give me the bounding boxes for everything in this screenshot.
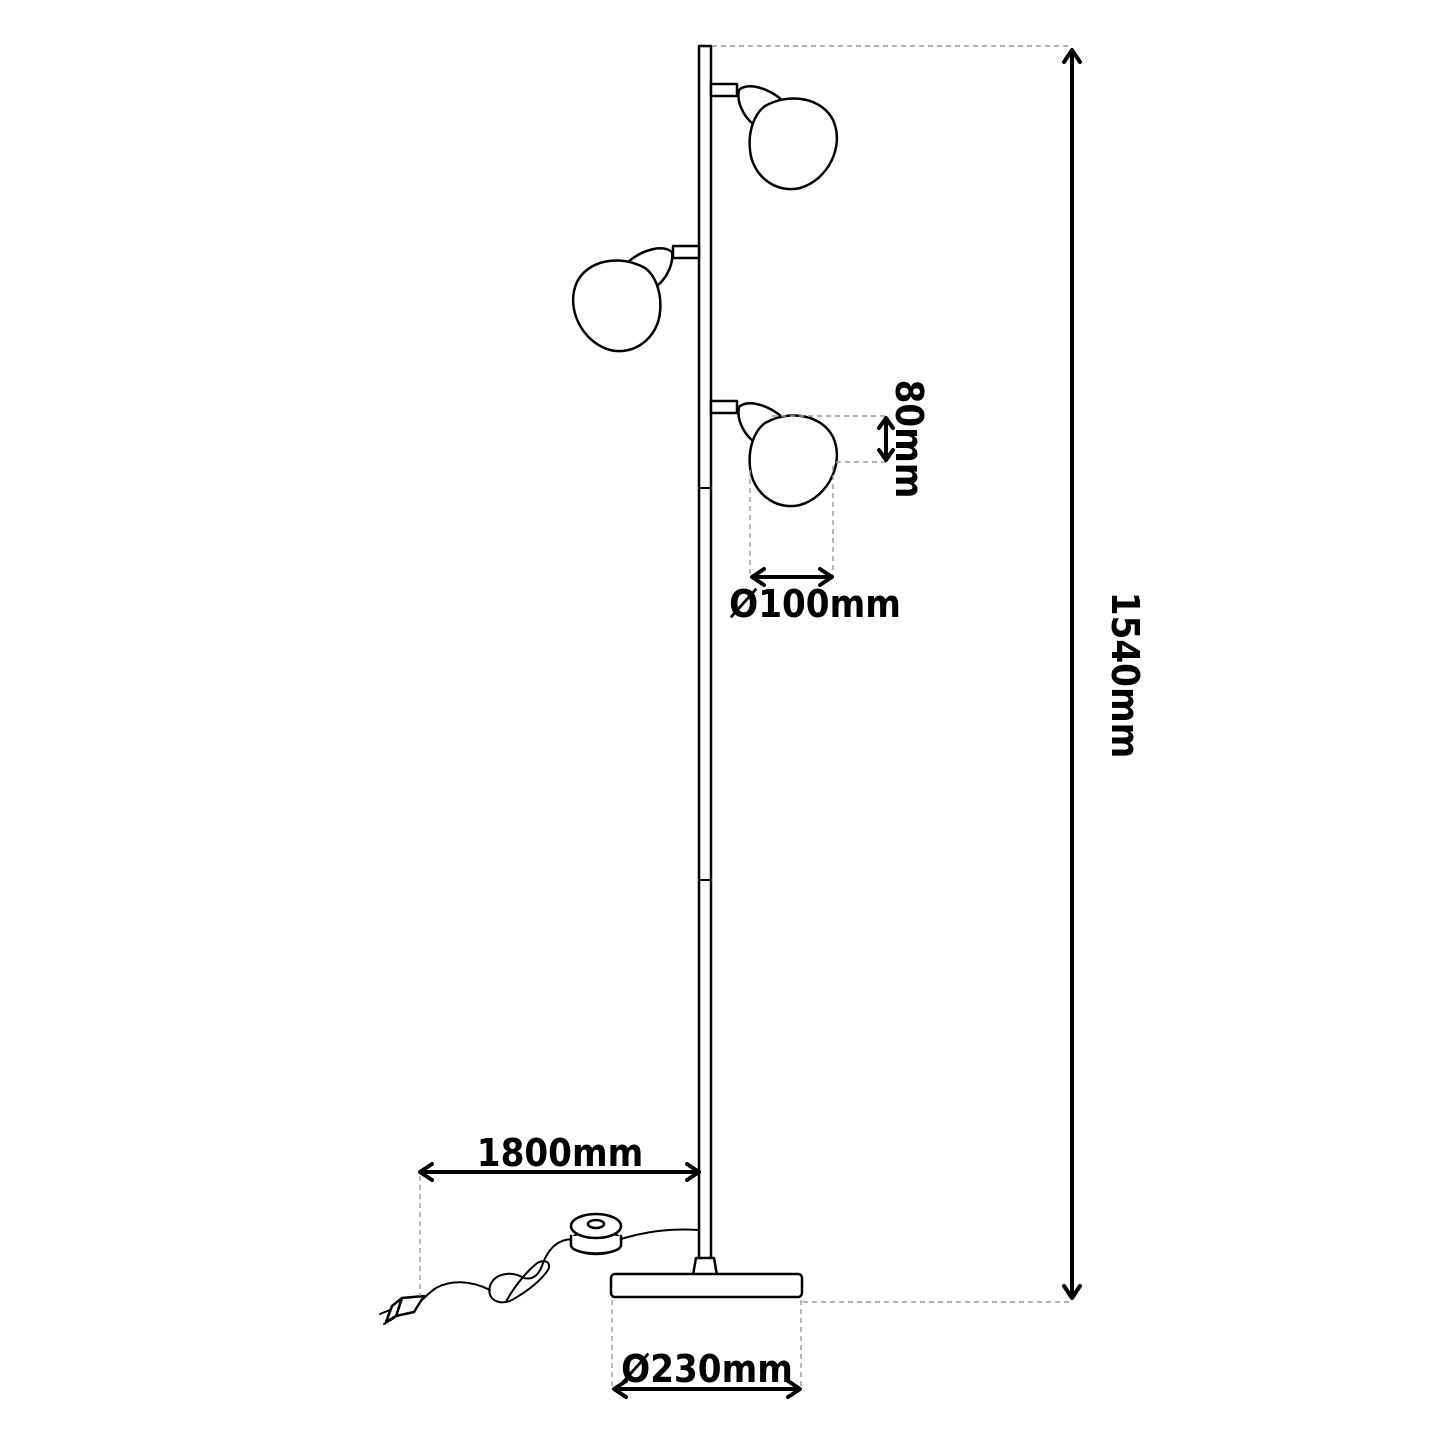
lamp-shade-icon bbox=[709, 82, 839, 191]
dimension-label-height: 1540mm bbox=[1103, 592, 1147, 758]
reference-lines bbox=[419, 45, 1072, 1390]
lamp-shade-icon bbox=[571, 244, 701, 353]
lamp-base bbox=[609, 1256, 804, 1299]
dimension-arrow-base bbox=[612, 1379, 802, 1399]
dimension-arrow-height bbox=[1062, 48, 1082, 1300]
lamp-pole bbox=[697, 44, 713, 1261]
dimension-label-shade-height: 80mm bbox=[887, 380, 931, 499]
dimension-arrow-cable bbox=[418, 1162, 701, 1182]
dimension-label-shade-diameter: Ø100mm bbox=[729, 582, 901, 626]
dimension-label-cable: 1800mm bbox=[477, 1131, 643, 1175]
dimension-arrow-shade-diameter bbox=[750, 567, 834, 587]
dimension-label-base-diameter: Ø230mm bbox=[621, 1347, 793, 1391]
euro-plug-icon bbox=[379, 1294, 426, 1325]
foot-switch-icon bbox=[569, 1212, 623, 1256]
lamp-shade-icon bbox=[709, 399, 839, 508]
dimension-arrow-shade-height bbox=[877, 416, 895, 462]
